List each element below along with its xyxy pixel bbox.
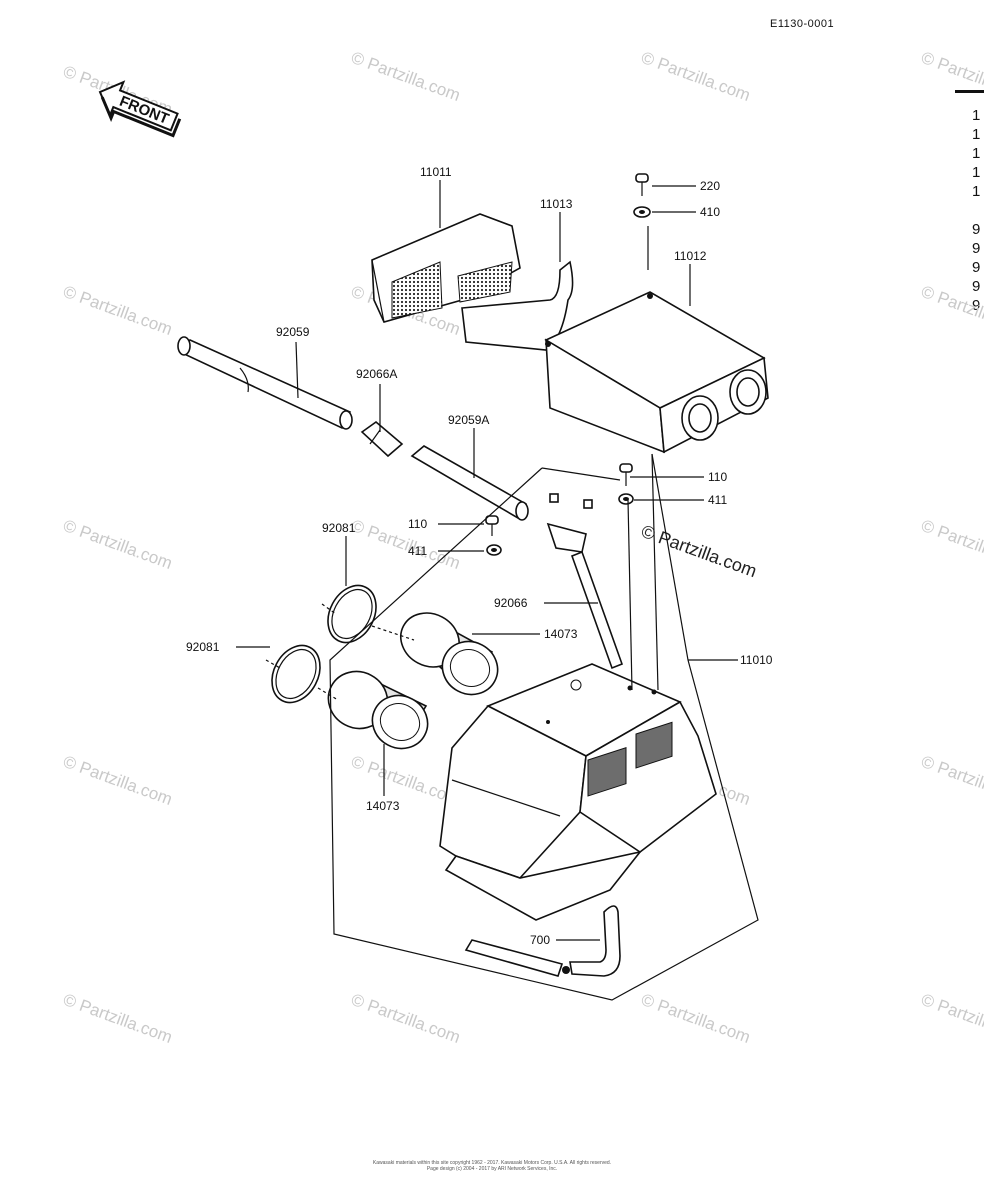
side-list-item: 1	[972, 145, 981, 162]
watermark: © Partzilla.com	[919, 48, 984, 105]
document-code: E1130-0001	[770, 18, 835, 30]
watermark: © Partzilla.com	[61, 516, 175, 573]
fitting-92066A	[360, 420, 404, 458]
side-list-item: 1	[972, 126, 981, 143]
pipe-92066	[546, 493, 624, 670]
copyright-line-2: Page design (c) 2004 - 2017 by ARI Netwo…	[426, 1166, 558, 1172]
watermark: © Partzilla.com	[639, 48, 753, 105]
callout-410: 410	[700, 205, 720, 219]
side-list-item: 9	[972, 240, 981, 257]
washer-410	[633, 206, 651, 218]
duct-14073-bottom	[327, 670, 429, 750]
drain-hose-700	[464, 905, 621, 977]
bolt-110-right	[619, 463, 633, 486]
callout-411-left: 411	[408, 544, 427, 558]
callout-92081-left: 92081	[186, 640, 220, 654]
side-list-item: 9	[972, 297, 981, 314]
air-cleaner-box-11010	[439, 663, 717, 921]
callout-11011: 11011	[420, 165, 452, 179]
callout-92066A: 92066A	[356, 367, 397, 381]
side-parts-list: 1 1 1 1 1 9 9 9 9 9	[972, 106, 980, 315]
air-filter-element-11011	[371, 213, 521, 323]
watermark: © Partzilla.com	[639, 990, 753, 1047]
side-list-rule	[955, 90, 984, 93]
side-list-item: 9	[972, 259, 981, 276]
side-list-item: 9	[972, 221, 981, 238]
air-cleaner-cover-11012	[544, 291, 769, 454]
o-ring-92081-top	[327, 584, 377, 644]
watermark: © Partzilla.com	[919, 752, 984, 809]
hose-92059	[177, 336, 353, 430]
o-ring-92081-left	[271, 644, 321, 704]
duct-14073-top	[400, 612, 499, 696]
callout-700: 700	[530, 933, 550, 947]
side-list-item: 9	[972, 278, 981, 295]
watermark: © Partzilla.com	[919, 516, 984, 573]
callout-labels: 11011 11013 220 410 11012 92059 92066A 9…	[186, 165, 773, 947]
copyright-line-1: Kawasaki materials within this site copy…	[372, 1160, 612, 1166]
side-list-item: 1	[972, 164, 981, 181]
callout-411-right: 411	[708, 493, 727, 507]
callout-11012: 11012	[674, 249, 707, 263]
watermark: © Partzilla.com	[919, 282, 984, 339]
bolt-110-left	[485, 515, 499, 536]
screw-220	[635, 173, 649, 196]
watermark: © Partzilla.com	[61, 752, 175, 809]
leader-lines	[236, 180, 759, 1001]
callout-14073-bottom: 14073	[366, 799, 400, 813]
callout-110-left: 110	[408, 517, 427, 531]
hose-92059A	[410, 445, 529, 521]
callout-14073-top: 14073	[544, 627, 578, 641]
washer-411-right	[618, 493, 634, 505]
side-list-item: 1	[972, 183, 981, 200]
watermark: © Partzilla.com	[61, 282, 175, 339]
callout-220: 220	[700, 179, 720, 193]
watermark: © Partzilla.com	[349, 990, 463, 1047]
watermark: © Partzilla.com	[349, 48, 463, 105]
callout-92081-top: 92081	[322, 521, 356, 535]
callout-92059: 92059	[276, 325, 310, 339]
callout-92059A: 92059A	[448, 413, 489, 427]
callout-11013: 11013	[540, 197, 573, 211]
watermark: © Partzilla.com	[919, 990, 984, 1047]
watermark: © Partzilla.com	[61, 990, 175, 1047]
callout-110-right: 110	[708, 470, 727, 484]
callout-11010: 11010	[740, 653, 773, 667]
callout-92066: 92066	[494, 596, 528, 610]
watermark-center: © Partzilla.com	[639, 521, 760, 581]
washer-411-left	[486, 544, 502, 556]
side-list-item: 1	[972, 107, 981, 124]
